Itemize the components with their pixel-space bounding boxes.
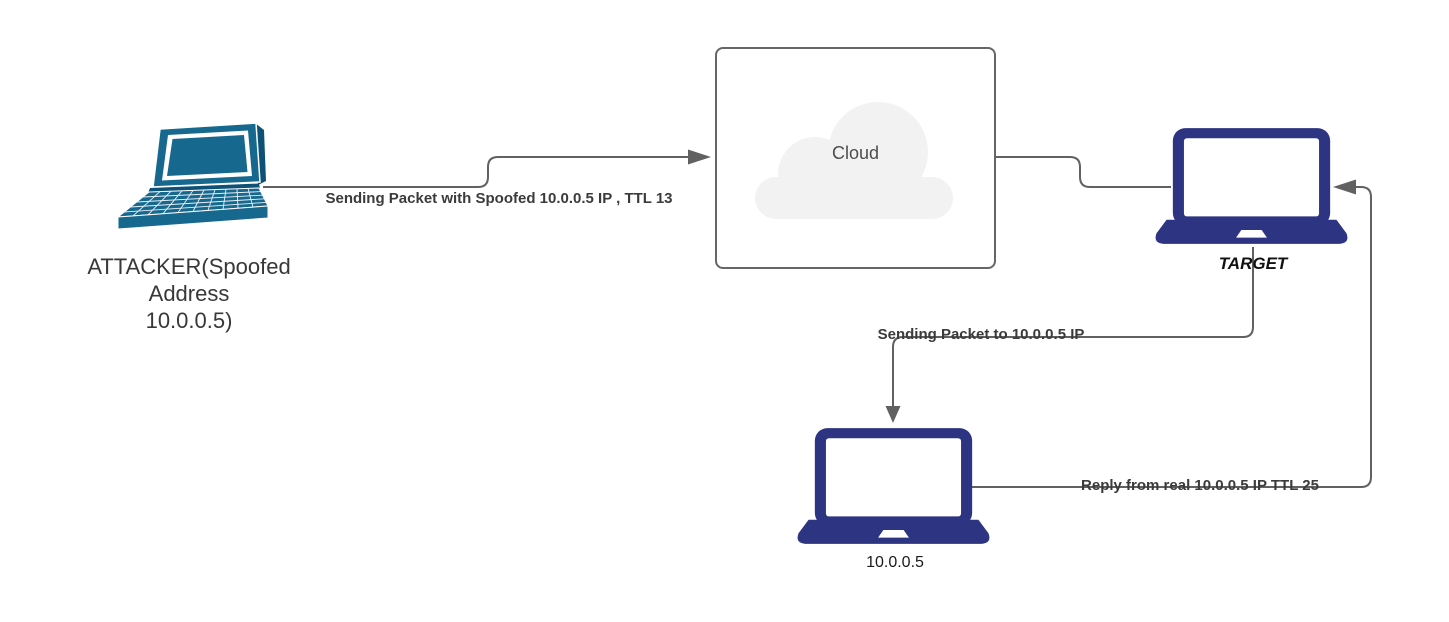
attacker-label-line1: ATTACKER(Spoofed: [87, 254, 291, 279]
edge-label-spoofed-packet: Sending Packet with Spoofed 10.0.0.5 IP …: [325, 190, 673, 207]
keyboard-grid: [124, 188, 267, 217]
attacker-label-line3: 10.0.0.5): [145, 308, 233, 333]
cloud-icon: [755, 102, 953, 219]
target-laptop-icon: [1155, 128, 1348, 244]
real-host-label: 10.0.0.5: [866, 554, 924, 571]
edge-realhost-to-target: [970, 179, 1372, 488]
node-real-host: [797, 428, 990, 546]
attacker-label-line2: Address: [148, 281, 230, 306]
attacker-label: ATTACKER(Spoofed Address 10.0.0.5): [79, 253, 299, 334]
edge-label-sending-to-real: Sending Packet to 10.0.0.5 IP: [877, 326, 1085, 343]
real-host-laptop-icon: [797, 428, 990, 544]
target-label: TARGET: [1218, 254, 1288, 273]
edge-label-reply-from-real: Reply from real 10.0.0.5 IP TTL 25: [1081, 477, 1319, 494]
edge-cloud-to-target: [996, 156, 1171, 188]
node-cloud: Cloud: [715, 47, 996, 269]
edge-target-to-realhost: [885, 247, 1254, 423]
cloud-label: Cloud: [831, 143, 880, 163]
edge-attacker-to-cloud: [263, 149, 711, 188]
node-target: [1155, 128, 1348, 246]
node-attacker: [108, 121, 269, 233]
attacker-laptop-icon: [116, 122, 269, 230]
